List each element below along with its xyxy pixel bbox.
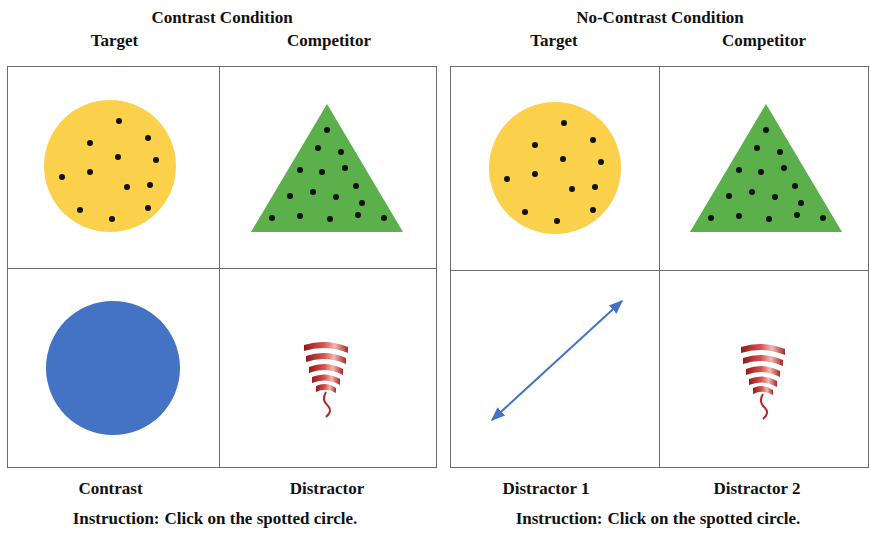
plain-circle — [46, 301, 180, 435]
spotted-circle — [489, 102, 621, 234]
grid-cell: Target — [7, 66, 220, 269]
cell-label: Target — [530, 31, 578, 50]
cell-label: Competitor — [287, 31, 371, 50]
panel-heading: No-Contrast Condition — [576, 8, 744, 27]
instruction-label: Instruction: — [73, 509, 160, 528]
cell-label: Contrast — [78, 479, 142, 498]
instruction-text: Click on the spotted circle. — [608, 509, 801, 528]
cell-label: Target — [91, 31, 139, 50]
ribbon-spiral — [741, 344, 785, 419]
grid-cell: Contrast — [7, 268, 220, 468]
spotted-circle — [44, 100, 176, 232]
instruction-label: Instruction: — [516, 509, 603, 528]
panel-heading: Contrast Condition — [151, 8, 292, 27]
instruction-text: Click on the spotted circle. — [165, 509, 358, 528]
grid-cell: Distractor 1 — [450, 270, 660, 468]
grid-cell: Distractor — [219, 268, 437, 468]
spotted-triangle — [251, 104, 403, 232]
grid-cell: Competitor — [659, 66, 869, 271]
cell-label: Distractor 1 — [502, 479, 589, 498]
double-arrow — [492, 301, 622, 420]
grid-cell: Target — [450, 66, 660, 271]
spotted-triangle — [690, 104, 842, 232]
ribbon-spiral — [304, 342, 348, 417]
cell-label: Distractor 2 — [713, 479, 800, 498]
cell-label: Distractor — [290, 479, 365, 498]
cell-label: Competitor — [722, 31, 806, 50]
grid-cell: Competitor — [219, 66, 437, 269]
grid-cell: Distractor 2 — [659, 270, 869, 468]
